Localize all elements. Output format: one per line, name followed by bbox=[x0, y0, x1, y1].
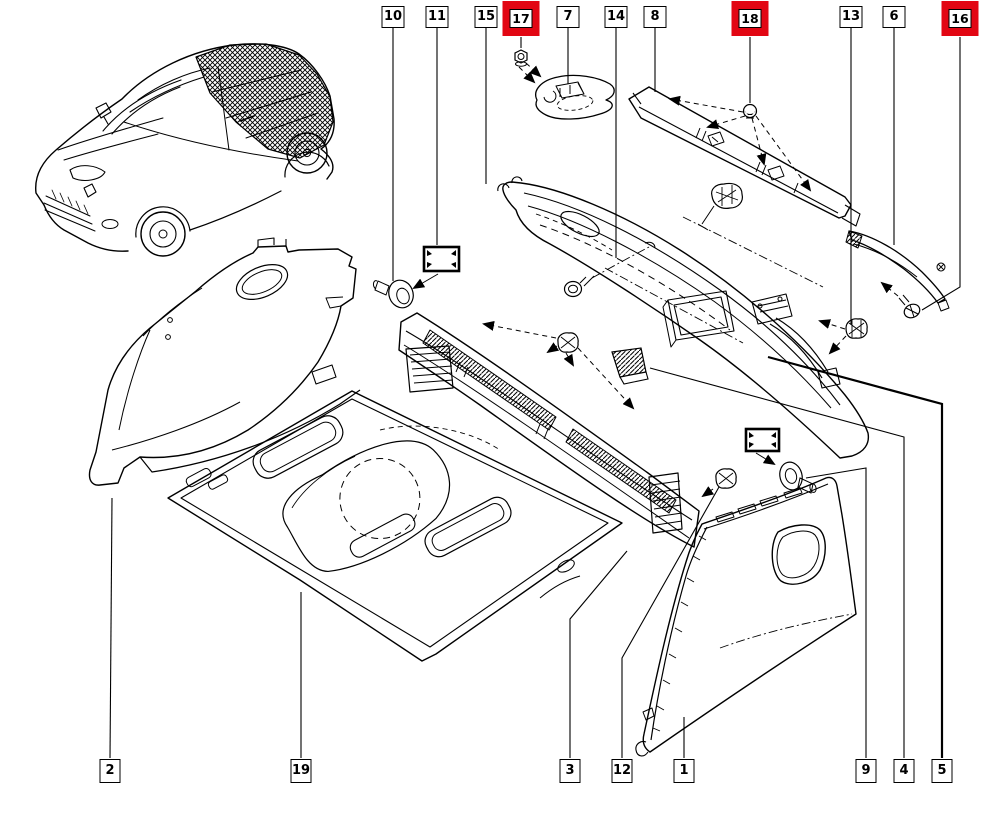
cargo-area-highlight bbox=[195, 43, 334, 159]
callout-3[interactable]: 3 bbox=[559, 759, 581, 783]
clip-13 bbox=[818, 318, 868, 355]
ball-stud-18 bbox=[668, 95, 812, 192]
leader-lines bbox=[109, 28, 961, 759]
callout-4[interactable]: 4 bbox=[893, 759, 915, 783]
left-quarter-trim-panel bbox=[88, 237, 361, 486]
callout-19[interactable]: 19 bbox=[290, 759, 312, 783]
callout-14[interactable]: 14 bbox=[604, 6, 628, 28]
callout-13[interactable]: 13 bbox=[839, 6, 863, 28]
screw-16 bbox=[880, 281, 921, 319]
callout-16-highlighted[interactable]: 16 bbox=[941, 1, 979, 36]
boot-sill-crossmember-trim bbox=[398, 312, 700, 548]
callout-7[interactable]: 7 bbox=[556, 6, 580, 28]
clip-12 bbox=[701, 468, 737, 498]
clip-and-buffer-center bbox=[482, 321, 649, 410]
callout-18-highlighted[interactable]: 18 bbox=[731, 1, 769, 36]
nut-17 bbox=[514, 49, 542, 84]
callout-8[interactable]: 8 bbox=[643, 6, 667, 28]
callout-12[interactable]: 12 bbox=[611, 759, 633, 783]
callout-5[interactable]: 5 bbox=[931, 759, 953, 783]
grommet-10-and-pad-11 bbox=[373, 245, 461, 309]
car-overview-illustration bbox=[35, 43, 335, 257]
screw-14 bbox=[563, 241, 656, 298]
right-tailgate-side-garnish bbox=[845, 230, 950, 312]
trim-clip-upper bbox=[697, 182, 743, 231]
tailgate-lower-trim-panel bbox=[497, 176, 870, 459]
callout-15[interactable]: 15 bbox=[474, 6, 498, 28]
callout-9[interactable]: 9 bbox=[855, 759, 877, 783]
callout-2[interactable]: 2 bbox=[99, 759, 121, 783]
callout-6[interactable]: 6 bbox=[882, 6, 906, 28]
callout-10[interactable]: 10 bbox=[381, 6, 405, 28]
tailgate-upper-finisher-strip bbox=[628, 86, 861, 227]
callout-11[interactable]: 11 bbox=[425, 6, 449, 28]
grab-handle-bracket bbox=[535, 74, 615, 120]
pad-and-plug-right bbox=[744, 427, 817, 494]
right-quarter-trim-panel bbox=[635, 476, 857, 757]
boot-floor-carpet bbox=[167, 390, 623, 662]
callout-1[interactable]: 1 bbox=[673, 759, 695, 783]
callout-17-highlighted[interactable]: 17 bbox=[502, 1, 540, 36]
